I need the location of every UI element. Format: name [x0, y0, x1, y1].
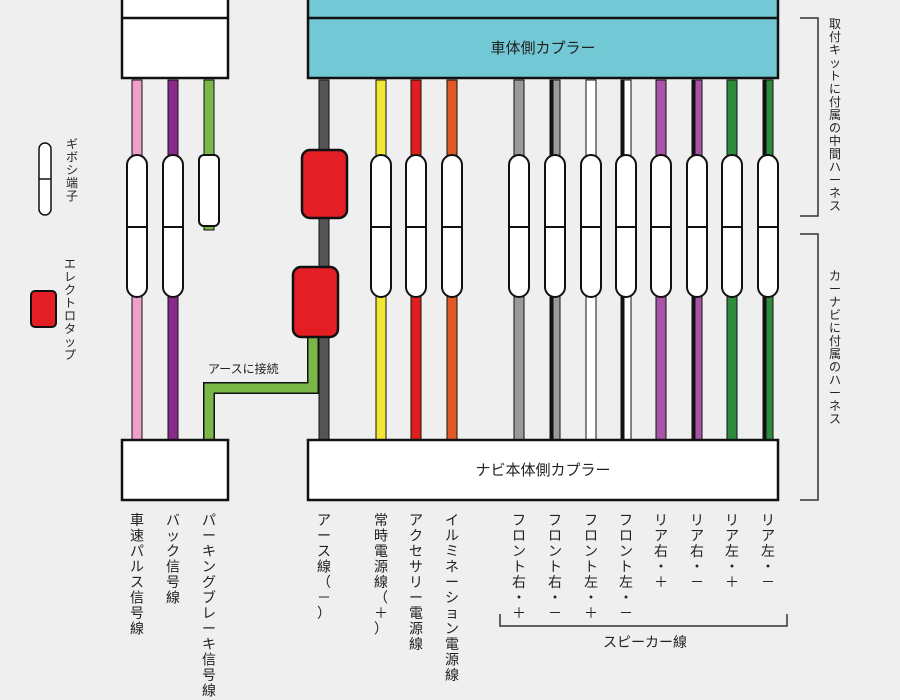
wire-label-parking: パーキングブレーキ信号線: [202, 513, 216, 700]
wire-label-fl_plus: フロント左・＋: [584, 513, 598, 622]
ground-connect-label: アースに接続: [208, 362, 279, 376]
kit-harness-label: 取付キットに付属の中間ハーネス: [829, 17, 841, 213]
legend-electrotap-icon: [30, 290, 57, 328]
wire-label-constant: 常時電源線（＋）: [374, 513, 388, 638]
gibosi-terminal-fl_minus: [615, 154, 637, 298]
gibosi-terminal-rl_plus: [721, 154, 743, 298]
wire-label-rr_plus: リア右・＋: [654, 513, 668, 591]
electrotap-lower: [291, 265, 340, 339]
wire-label-fr_plus: フロント右・＋: [512, 513, 526, 622]
wire-label-rr_minus: リア右・－: [690, 513, 704, 591]
navi-coupler: [306, 438, 780, 502]
wire-label-rl_plus: リア左・＋: [725, 513, 739, 591]
left-top-coupler: [120, 0, 230, 80]
left-bottom-coupler: [120, 438, 230, 502]
labels-layer: 車速パルス信号線 バック信号線 パーキングブレーキ信号線 アース線（－） 常時電源線（＋…: [64, 17, 841, 700]
gibosi-terminal-parking: [198, 154, 220, 227]
gibosi-terminal-rl_minus: [757, 154, 779, 298]
wire-parking-route: [204, 336, 318, 440]
navi-harness-label: カーナビに付属のハーネス: [829, 269, 841, 426]
navi-harness-bracket: [800, 233, 819, 501]
speaker-group-label: スピーカー線: [603, 635, 687, 651]
body-coupler: [306, 0, 780, 80]
gibosi-terminal-acc: [405, 154, 427, 298]
speaker-bracket: [499, 614, 788, 627]
wire-label-back: バック信号線: [166, 513, 180, 607]
gibosi-terminal-fr_minus: [544, 154, 566, 298]
wire-label-rl_minus: リア左・－: [761, 513, 775, 591]
legend-gibosi-label: ギボシ端子: [66, 137, 78, 203]
wire-label-fl_minus: フロント左・－: [619, 513, 633, 622]
electrotap-upper: [300, 148, 349, 220]
gibosi-terminal-speed: [126, 154, 148, 298]
gibosi-terminal-rr_plus: [650, 154, 672, 298]
body-coupler-label: 車体側カプラー: [490, 39, 596, 57]
wire-label-fr_minus: フロント右・－: [548, 513, 562, 622]
gibosi-terminal-back: [162, 154, 184, 298]
connectors-layer: [126, 148, 779, 339]
gibosi-terminal-fr_plus: [508, 154, 530, 298]
wire-label-speed: 車速パルス信号線: [130, 512, 144, 638]
gibosi-terminal-fl_plus: [580, 154, 602, 298]
gibosi-terminal-constant: [370, 154, 392, 298]
legend-gibosi-icon: [38, 142, 52, 216]
boxes-layer: [30, 0, 819, 627]
wire-label-ground: アース線（－）: [317, 513, 331, 622]
legend-electrotap-label: エレクトロタップ: [64, 257, 76, 362]
wire-label-acc: アクセサリー電源線: [409, 513, 423, 653]
wire-label-illumi: イルミネーション電源線: [445, 513, 459, 684]
kit-harness-bracket: [800, 17, 819, 217]
gibosi-terminal-rr_minus: [686, 154, 708, 298]
gibosi-terminal-illumi: [441, 154, 463, 298]
navi-coupler-label: ナビ本体側カプラー: [475, 461, 611, 479]
wire-ground: [318, 79, 330, 441]
